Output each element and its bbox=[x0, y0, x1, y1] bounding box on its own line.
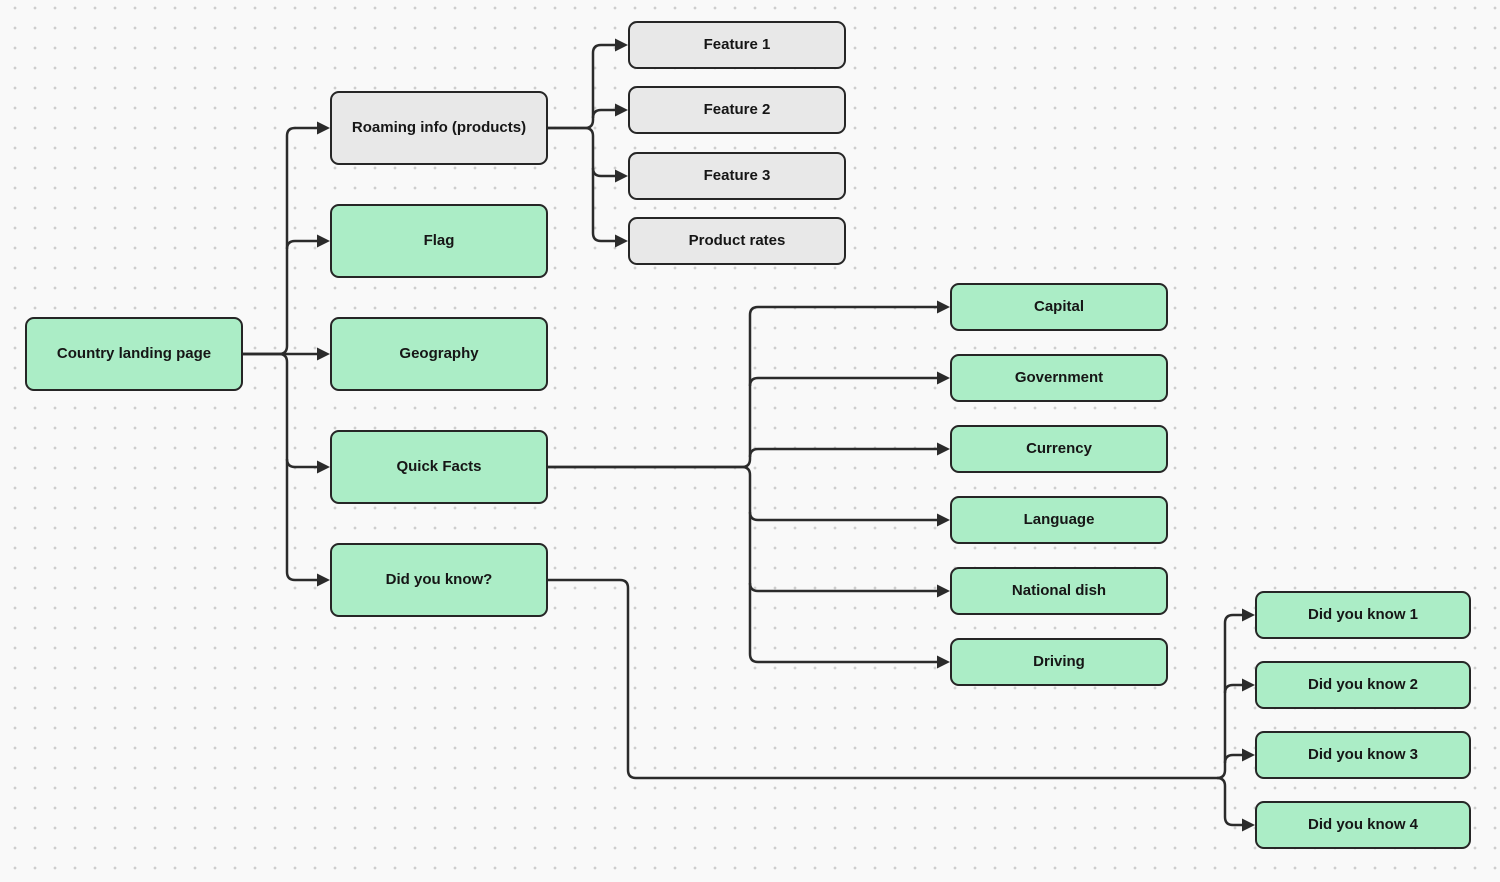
node-country-landing-page[interactable]: Country landing page bbox=[25, 317, 243, 391]
arrowhead bbox=[317, 347, 330, 361]
edge-line bbox=[548, 465, 938, 664]
edge-line bbox=[591, 167, 616, 178]
edge-line bbox=[548, 578, 1217, 780]
arrowhead bbox=[317, 121, 330, 135]
edge-did-you-know-to-4[interactable] bbox=[1216, 776, 1255, 832]
edge-did-you-know-to-3[interactable] bbox=[1223, 748, 1255, 764]
arrowhead bbox=[937, 513, 950, 527]
edge-did-you-know-to-2[interactable] bbox=[1223, 678, 1255, 694]
arrowhead bbox=[615, 169, 628, 183]
edge-line bbox=[1216, 613, 1243, 780]
edge-did-you-know-stem[interactable] bbox=[548, 578, 1217, 780]
arrowhead bbox=[615, 38, 628, 52]
node-currency[interactable]: Currency bbox=[950, 425, 1168, 473]
edge-root-to-roaming[interactable] bbox=[243, 121, 330, 356]
edge-line bbox=[548, 305, 938, 469]
arrowhead bbox=[1242, 678, 1255, 692]
edge-quick-facts-to-driving[interactable] bbox=[548, 465, 950, 669]
edge-line bbox=[748, 511, 938, 522]
arrowhead bbox=[317, 234, 330, 248]
edge-root-to-quick-facts[interactable] bbox=[285, 458, 330, 474]
edge-quick-facts-to-government[interactable] bbox=[748, 371, 950, 387]
node-feature-1[interactable]: Feature 1 bbox=[628, 21, 846, 69]
node-did-you-know-1[interactable]: Did you know 1 bbox=[1255, 591, 1471, 639]
arrowhead bbox=[937, 655, 950, 669]
edge-quick-facts-to-currency[interactable] bbox=[748, 442, 950, 458]
edge-roaming-to-product-rates[interactable] bbox=[548, 126, 628, 248]
arrowhead bbox=[1242, 748, 1255, 762]
node-language[interactable]: Language bbox=[950, 496, 1168, 544]
edge-quick-facts-to-language[interactable] bbox=[748, 511, 950, 527]
edge-did-you-know-to-1[interactable] bbox=[1216, 608, 1255, 780]
node-quick-facts[interactable]: Quick Facts bbox=[330, 430, 548, 504]
node-feature-2[interactable]: Feature 2 bbox=[628, 86, 846, 134]
edge-roaming-to-feature-3[interactable] bbox=[591, 167, 628, 183]
node-did-you-know[interactable]: Did you know? bbox=[330, 543, 548, 617]
arrowhead bbox=[1242, 608, 1255, 622]
node-did-you-know-3[interactable]: Did you know 3 bbox=[1255, 731, 1471, 779]
edge-line bbox=[285, 458, 318, 469]
edge-quick-facts-to-national-dish[interactable] bbox=[748, 582, 950, 598]
arrowhead bbox=[937, 371, 950, 385]
edge-line bbox=[285, 239, 318, 250]
arrowhead bbox=[1242, 818, 1255, 832]
edge-line bbox=[748, 376, 938, 387]
edge-roaming-to-feature-2[interactable] bbox=[591, 103, 628, 119]
arrowhead bbox=[937, 300, 950, 314]
edge-line bbox=[1223, 683, 1243, 694]
edge-line bbox=[1216, 776, 1243, 827]
node-did-you-know-4[interactable]: Did you know 4 bbox=[1255, 801, 1471, 849]
arrowhead bbox=[317, 460, 330, 474]
node-roaming-info-products[interactable]: Roaming info (products) bbox=[330, 91, 548, 165]
edge-line bbox=[243, 352, 318, 582]
node-driving[interactable]: Driving bbox=[950, 638, 1168, 686]
edge-line bbox=[748, 447, 938, 458]
arrowhead bbox=[937, 442, 950, 456]
edge-line bbox=[548, 126, 616, 243]
node-capital[interactable]: Capital bbox=[950, 283, 1168, 331]
node-national-dish[interactable]: National dish bbox=[950, 567, 1168, 615]
arrowhead bbox=[937, 584, 950, 598]
edge-line bbox=[748, 582, 938, 593]
arrowhead bbox=[317, 573, 330, 587]
node-feature-3[interactable]: Feature 3 bbox=[628, 152, 846, 200]
edge-line bbox=[548, 43, 616, 130]
edge-line bbox=[591, 108, 616, 119]
edge-root-to-flag[interactable] bbox=[285, 234, 330, 250]
node-product-rates[interactable]: Product rates bbox=[628, 217, 846, 265]
node-did-you-know-2[interactable]: Did you know 2 bbox=[1255, 661, 1471, 709]
arrowhead bbox=[615, 103, 628, 117]
arrowhead bbox=[615, 234, 628, 248]
node-government[interactable]: Government bbox=[950, 354, 1168, 402]
edge-line bbox=[1223, 753, 1243, 764]
node-geography[interactable]: Geography bbox=[330, 317, 548, 391]
edge-root-to-did-you-know[interactable] bbox=[243, 352, 330, 587]
node-flag[interactable]: Flag bbox=[330, 204, 548, 278]
